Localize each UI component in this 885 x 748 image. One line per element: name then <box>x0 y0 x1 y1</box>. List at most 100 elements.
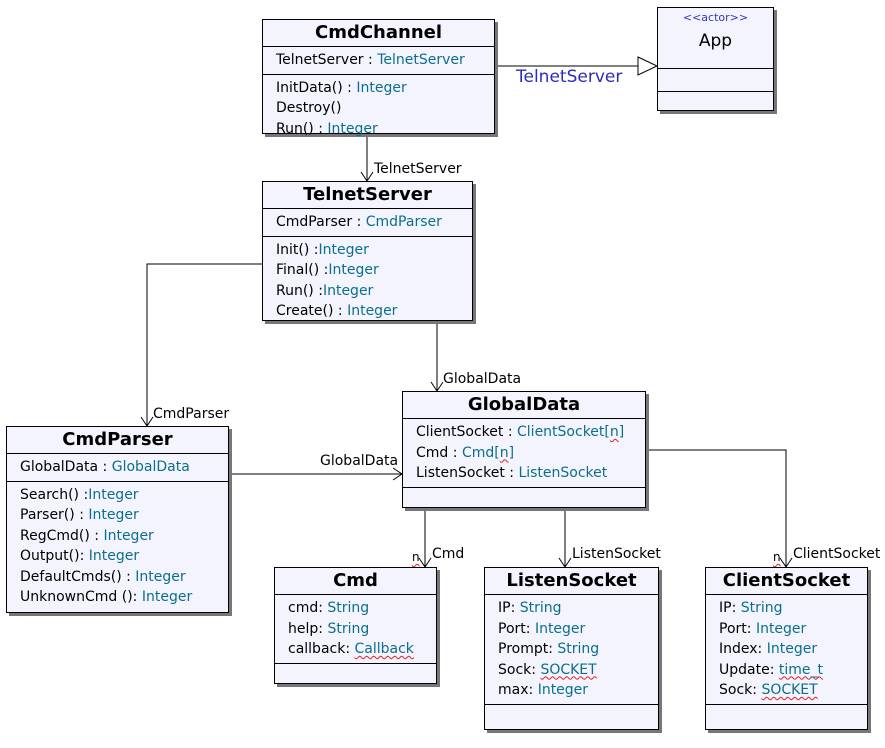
assoc-label-listensocket: ListenSocket <box>572 546 661 562</box>
stereotype: <<actor>> <box>682 11 749 24</box>
member-separator: : <box>510 600 520 616</box>
member-name: Index <box>719 641 758 657</box>
member-type: Integer <box>534 620 586 637</box>
attribute: cmd: String <box>288 598 436 619</box>
member-type-unresolved: Callback <box>354 641 414 657</box>
member-name: IP <box>719 600 732 616</box>
member-name: Parser() <box>20 507 75 523</box>
member-name: Update <box>719 661 770 678</box>
class-name: CmdChannel <box>263 20 494 47</box>
member-name: Output() <box>20 548 80 564</box>
member-name: CmdParser <box>276 214 353 230</box>
member-type: Integer <box>537 682 589 698</box>
class-name: Cmd <box>275 568 436 595</box>
member-name: Search() <box>20 486 80 503</box>
member-name: RegCmd() <box>20 527 90 544</box>
member-separator: : <box>769 661 779 678</box>
member-name: Run() <box>276 120 314 137</box>
member-type: Integer <box>88 548 140 564</box>
member-separator: : <box>731 600 741 616</box>
member-name: DefaultCmds() <box>20 568 122 585</box>
member-type: Integer <box>318 241 369 258</box>
member-separator: : <box>318 600 328 616</box>
member-separator: : <box>121 568 136 585</box>
empty-compartment <box>275 664 436 688</box>
member-type: Integer <box>322 282 374 299</box>
member-type: Integer <box>88 507 139 523</box>
assoc-telnetserver-cmdparser <box>146 263 263 426</box>
member-type: Integer <box>135 568 186 585</box>
member-type-suffix: ] <box>618 424 625 440</box>
assoc-label-clientsocket: ClientSocket <box>793 546 881 562</box>
member-type: String <box>740 600 783 616</box>
member-name: Prompt <box>498 641 549 657</box>
class-title: App <box>698 31 733 51</box>
attribute: TelnetServer : TelnetServer <box>276 50 494 71</box>
assoc-label-globaldata-cp: GlobalData <box>320 453 399 469</box>
member-name: Init() <box>276 241 310 258</box>
member-separator: : <box>363 52 378 68</box>
member-separator: : <box>79 548 89 564</box>
operation: UnknownCmd (): Integer <box>20 587 228 608</box>
member-type-unresolved: SOCKET <box>761 682 818 698</box>
member-name: Run() <box>276 282 314 299</box>
assoc-globaldata-clientsocket <box>646 449 787 567</box>
multiplicity-cmd: n <box>412 550 420 564</box>
member-type: CmdParser <box>365 214 442 230</box>
attributes-compartment: CmdParser : CmdParser <box>263 209 472 237</box>
attribute: Index: Integer <box>719 639 867 660</box>
member-name: max <box>498 682 529 698</box>
empty-compartment <box>658 92 773 114</box>
attribute: Port: Integer <box>498 619 658 640</box>
member-name: IP <box>498 600 511 616</box>
member-separator: : <box>342 79 357 96</box>
member-separator: : <box>313 282 323 299</box>
operation: Run() : Integer <box>276 119 494 140</box>
member-type-unresolved: n <box>609 424 619 440</box>
member-type: Integer <box>766 641 818 657</box>
operation: RegCmd() : Integer <box>20 526 228 547</box>
member-type: String <box>557 641 600 657</box>
attribute: max: Integer <box>498 680 658 701</box>
class-app[interactable]: <<actor>> App <box>657 7 774 111</box>
member-type: Integer <box>88 486 139 503</box>
member-separator: : <box>548 641 558 657</box>
attribute: GlobalData : GlobalData <box>20 457 228 478</box>
member-name: Create() <box>276 303 334 319</box>
member-name: Destroy() <box>276 100 342 116</box>
attribute: help: String <box>288 619 436 640</box>
member-name: cmd <box>288 600 319 616</box>
operation: InitData() : Integer <box>276 78 494 99</box>
attribute: Port: Integer <box>719 619 867 640</box>
member-separator: : <box>345 641 355 657</box>
attribute: ListenSocket : ListenSocket <box>416 463 645 484</box>
member-name: Final() <box>276 262 320 278</box>
attributes-compartment: TelnetServer : TelnetServer <box>263 47 494 75</box>
attribute: Sock: SOCKET <box>498 660 658 681</box>
member-name: Port <box>719 620 747 637</box>
member-name: Sock <box>719 682 753 698</box>
member-type: Integer <box>327 120 378 137</box>
member-type: ClientSocket[ <box>517 424 610 440</box>
member-name: Cmd <box>416 444 449 461</box>
member-name: Port <box>498 620 526 637</box>
attribute: callback: Callback <box>288 639 436 660</box>
member-separator: : <box>74 507 89 523</box>
member-separator: : <box>313 120 328 137</box>
assoc-label-cmdparser: CmdParser <box>153 406 230 422</box>
attribute: Update: time_t <box>719 660 867 681</box>
attribute: IP: String <box>498 598 658 619</box>
member-separator: : <box>318 620 328 637</box>
operation: Init() :Integer <box>276 240 472 261</box>
member-separator: : <box>352 214 366 230</box>
